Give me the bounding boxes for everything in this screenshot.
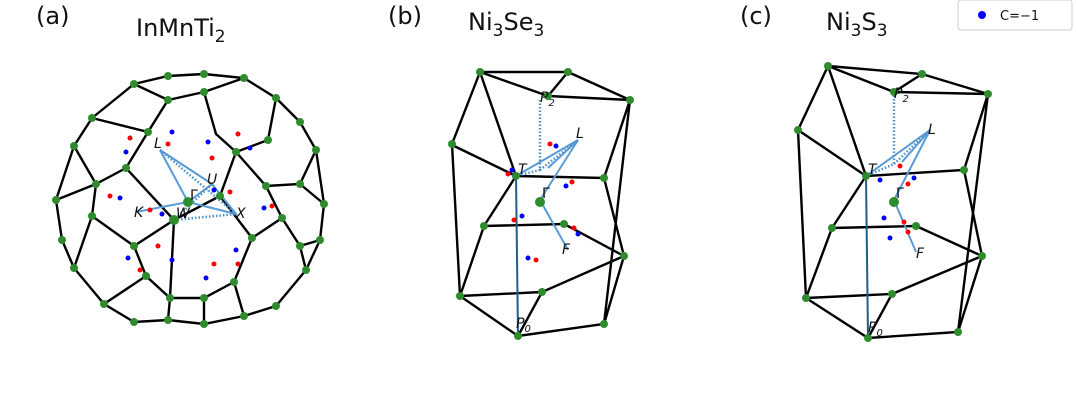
svg-text:Γ: Γ bbox=[896, 186, 904, 202]
legend: C=−1 bbox=[957, 0, 1073, 31]
weyl-points-a bbox=[107, 129, 275, 281]
panel-c-title: Ni3S3 bbox=[826, 8, 888, 41]
panel-a: (a) InMnTi2 bbox=[36, 2, 328, 328]
panel-b-title: Ni3Se3 bbox=[468, 8, 544, 41]
svg-text:Γ: Γ bbox=[542, 186, 550, 202]
panel-a-title: InMnTi2 bbox=[136, 14, 226, 47]
svg-text:K: K bbox=[134, 205, 145, 221]
svg-text:P2: P2 bbox=[540, 90, 555, 109]
svg-text:T: T bbox=[518, 162, 528, 178]
high-symmetry-path-c bbox=[865, 92, 931, 339]
svg-text:L: L bbox=[576, 126, 584, 142]
svg-text:P0: P0 bbox=[516, 316, 531, 335]
panel-a-tag: (a) bbox=[36, 2, 69, 30]
vertices-a bbox=[52, 70, 328, 328]
weyl-points-b bbox=[505, 141, 581, 263]
svg-text:P0: P0 bbox=[868, 320, 883, 339]
svg-text:T: T bbox=[868, 162, 878, 178]
labels-c: P2 L T Γ F P0 bbox=[868, 86, 936, 339]
legend-marker bbox=[978, 11, 986, 19]
svg-text:F: F bbox=[562, 242, 571, 258]
panel-c: (c) Ni3S3 bbox=[740, 2, 992, 342]
svg-text:X: X bbox=[235, 206, 246, 222]
svg-text:W: W bbox=[176, 206, 191, 222]
svg-text:Γ: Γ bbox=[190, 188, 198, 204]
labels-a: L U Γ K W X bbox=[134, 136, 246, 222]
svg-text:L: L bbox=[928, 122, 936, 138]
vertices-b bbox=[448, 68, 634, 340]
panel-b: (b) Ni3Se3 bbox=[388, 2, 634, 340]
labels-b: P2 L T Γ F P0 bbox=[516, 90, 584, 335]
weyl-points-c bbox=[877, 163, 917, 241]
svg-text:L: L bbox=[154, 136, 162, 152]
legend-label: C=−1 bbox=[1000, 9, 1039, 24]
panel-c-tag: (c) bbox=[740, 2, 772, 30]
high-symmetry-path-a bbox=[135, 149, 239, 222]
panel-b-tag: (b) bbox=[388, 2, 422, 30]
svg-text:P2: P2 bbox=[894, 86, 909, 105]
svg-text:U: U bbox=[207, 172, 217, 188]
high-symmetry-path-b bbox=[515, 100, 579, 337]
svg-text:F: F bbox=[916, 246, 925, 262]
vertices-c bbox=[794, 62, 992, 342]
